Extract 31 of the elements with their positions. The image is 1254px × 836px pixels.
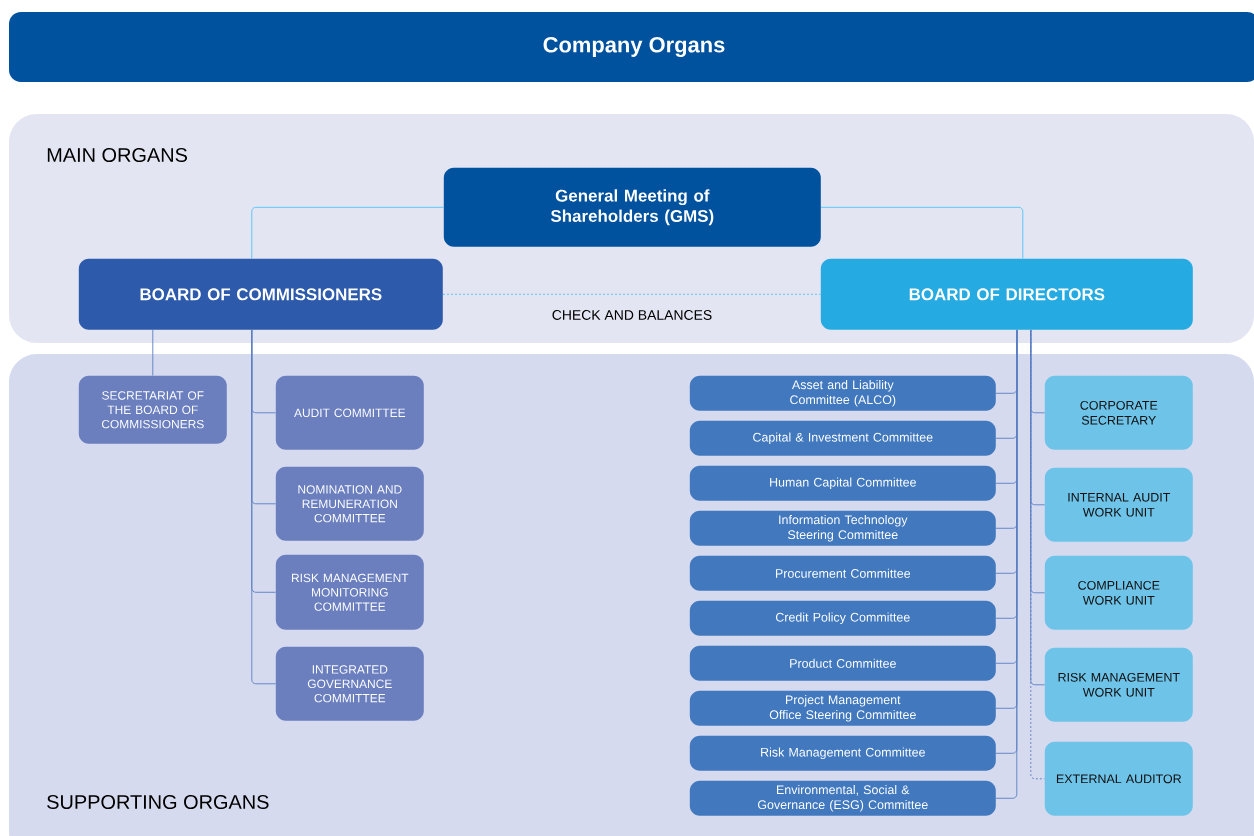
connector-line — [152, 329, 154, 377]
process-box: Capital & Investment Committee — [689, 420, 996, 456]
process-box: Procurement Committee — [689, 555, 996, 591]
title-banner: Company Organs — [9, 12, 1254, 82]
process-box: Human Capital Committee — [689, 465, 996, 501]
edge-label: CHECK AND BALANCES — [552, 310, 712, 320]
process-box: Project Management Office Steering Committee — [689, 690, 996, 726]
process-box: Risk Management Committee — [689, 735, 996, 771]
process-box: CORPORATE SECRETARY — [1044, 375, 1193, 450]
process-box: Asset and Liability Committee (ALCO) — [689, 375, 996, 411]
connector-line — [1030, 329, 1046, 686]
process-box: BOARD OF DIRECTORS — [820, 258, 1193, 330]
process-box: INTERNAL AUDIT WORK UNIT — [1044, 467, 1193, 542]
connector-line — [251, 206, 445, 260]
process-box: RISK MANAGEMENT WORK UNIT — [1044, 647, 1193, 722]
process-box: COMPLIANCE WORK UNIT — [1044, 555, 1193, 630]
process-box: INTEGRATED GOVERNANCE COMMITTEE — [275, 646, 424, 721]
connector-line — [251, 329, 277, 685]
process-box: Credit Policy Committee — [689, 600, 996, 636]
process-box: EXTERNAL AUDITOR — [1044, 741, 1193, 816]
connector-line — [442, 293, 822, 295]
connector-line — [820, 206, 1024, 260]
process-box: Environmental, Social & Governance (ESG) Committee — [689, 780, 996, 816]
process-box: General Meeting of Shareholders (GMS) — [443, 167, 821, 247]
process-box: RISK MANAGEMENT MONITORING COMMITTEE — [275, 554, 424, 630]
process-box: Information Technology Steering Committee — [689, 510, 996, 546]
process-box: AUDIT COMMITTEE — [275, 375, 424, 450]
process-box: NOMINATION AND REMUNERATION COMMITTEE — [275, 466, 424, 541]
process-box: Product Committee — [689, 645, 996, 681]
process-box: BOARD OF COMMISSIONERS — [78, 258, 443, 330]
process-box: SECRETARIAT OF THE BOARD OF COMMISSIONERS — [78, 375, 227, 444]
